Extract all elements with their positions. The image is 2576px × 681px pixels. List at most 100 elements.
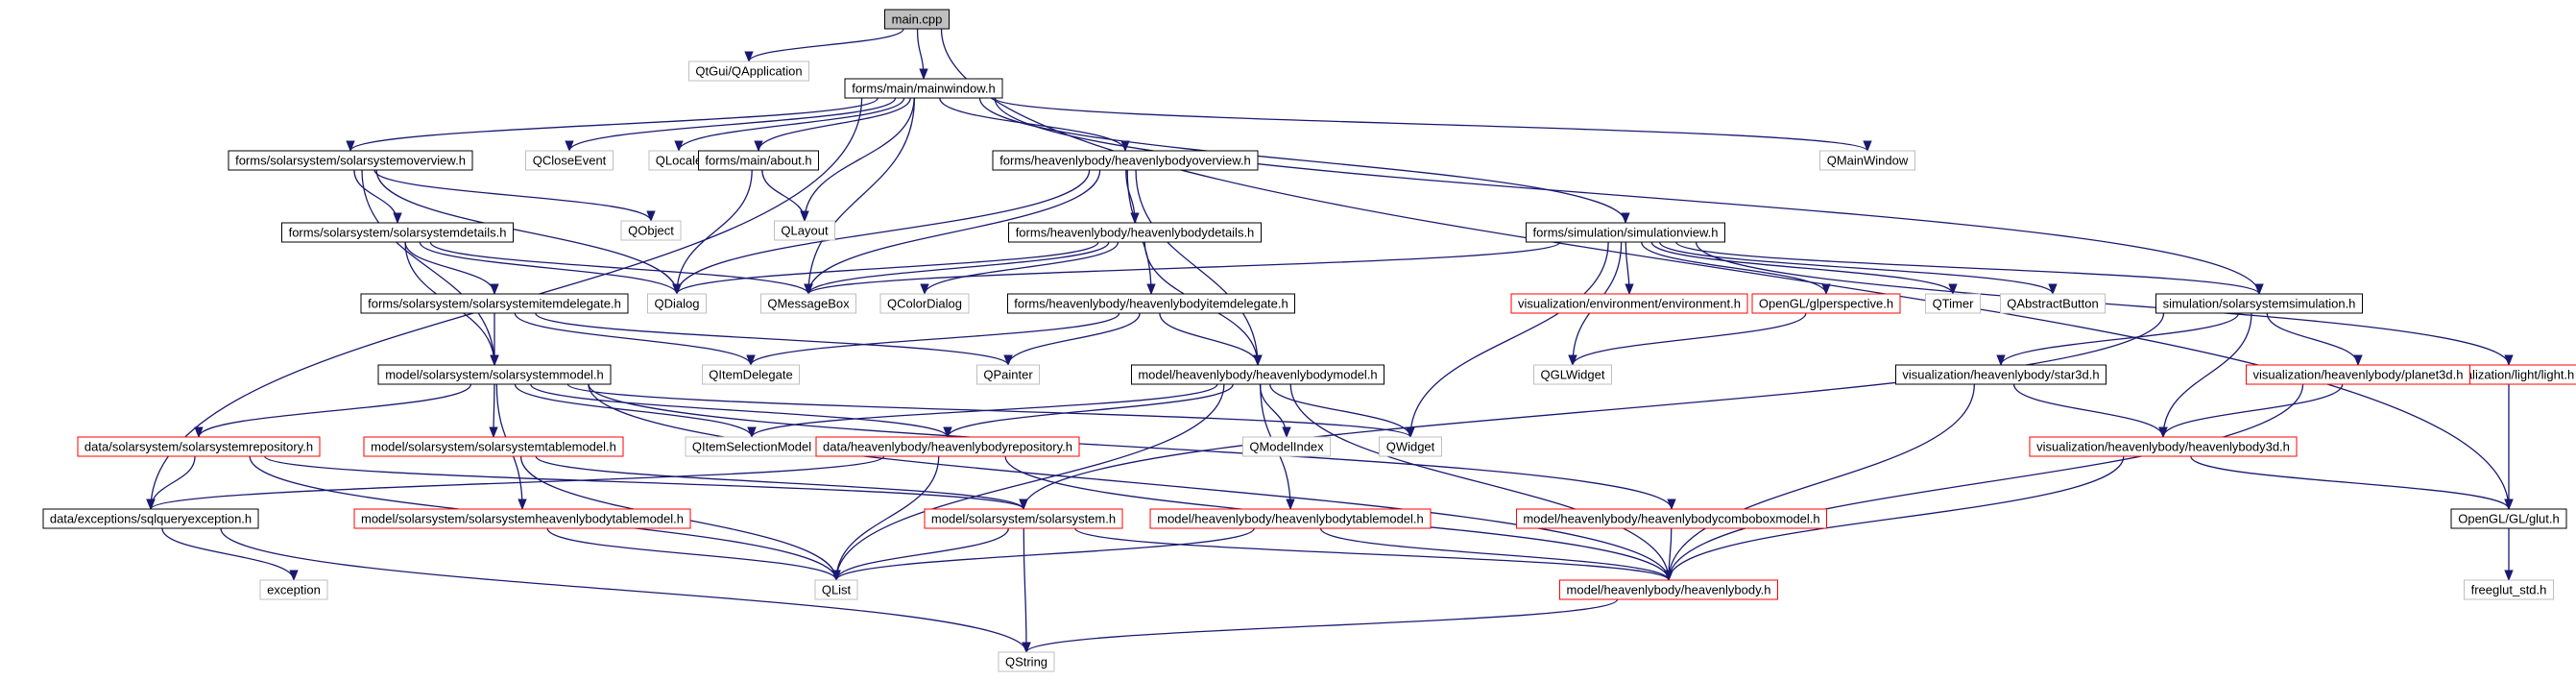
node-sstablemodel[interactable]: model/solarsystem/solarsystemtablemodel.… xyxy=(363,436,624,457)
edge-hb3d-to-glut xyxy=(2190,455,2514,511)
node-qitemselmodel[interactable]: QItemSelectionModel xyxy=(685,436,819,457)
edge-sssim-to-star3d xyxy=(1996,312,2240,367)
node-hboverview[interactable]: forms/heavenlybody/heavenlybodyoverview.… xyxy=(992,150,1259,171)
edge-simview-to-envh xyxy=(1625,241,1634,296)
node-hb3d[interactable]: visualization/heavenlybody/heavenlybody3… xyxy=(2029,436,2298,457)
node-box xyxy=(688,61,809,82)
node-qlayout[interactable]: QLayout xyxy=(774,220,835,241)
node-label: forms/heavenlybody/heavenlybodyoverview.… xyxy=(999,154,1251,168)
node-qstring[interactable]: QString xyxy=(998,651,1055,672)
node-star3d[interactable]: visualization/heavenlybody/star3d.h xyxy=(1895,364,2107,385)
node-exception[interactable]: exception xyxy=(259,579,328,600)
node-box xyxy=(525,150,614,171)
node-box xyxy=(42,508,259,529)
node-box xyxy=(1008,222,1262,243)
node-qlist[interactable]: QList xyxy=(814,579,858,600)
node-box xyxy=(353,508,691,529)
edge-simview-to-qwidget xyxy=(1406,241,1609,439)
node-hbrepo[interactable]: data/heavenlybody/heavenlybodyrepository… xyxy=(815,436,1080,457)
node-hbmodel[interactable]: model/heavenlybody/heavenlybodymodel.h xyxy=(1131,364,1384,385)
node-box xyxy=(702,364,800,385)
node-qpainter[interactable]: QPainter xyxy=(976,364,1040,385)
node-box xyxy=(360,293,629,314)
node-label: OpenGL/GL/glut.h xyxy=(2458,512,2560,526)
node-label: main.cpp xyxy=(892,12,943,27)
edge-sqlexc-to-qstring xyxy=(220,527,1031,654)
node-label: forms/main/mainwindow.h xyxy=(852,82,996,96)
node-glpersp[interactable]: OpenGL/glperspective.h xyxy=(1751,293,1901,314)
node-label: exception xyxy=(267,583,321,597)
node-box xyxy=(281,222,514,243)
node-label: visualization/environment/environment.h xyxy=(1518,297,1741,311)
edge-hbtablemodel-to-heavenlybodyh xyxy=(1319,527,1673,582)
node-hbitemdel[interactable]: forms/heavenlybody/heavenlybodyitemdeleg… xyxy=(1007,293,1295,314)
node-label: QTimer xyxy=(1933,297,1975,311)
node-label: visualization/heavenlybody/heavenlybody3… xyxy=(2036,440,2290,454)
node-qitemdelegate[interactable]: QItemDelegate xyxy=(702,364,800,385)
node-qabsbutton[interactable]: QAbstractButton xyxy=(2000,293,2106,314)
node-hbtablemodel[interactable]: model/heavenlybody/heavenlybodytablemode… xyxy=(1149,508,1432,529)
node-box xyxy=(976,364,1040,385)
node-sqlexc[interactable]: data/exceptions/sqlqueryexception.h xyxy=(42,508,259,529)
edge-star3d-to-heavenlybodyh xyxy=(1664,383,1975,582)
node-lighth[interactable]: visualization/light/light.h xyxy=(2436,364,2576,385)
edge-sssim-to-hb3d xyxy=(2158,312,2252,439)
node-ssrepo[interactable]: data/solarsystem/solarsystemrepository.h xyxy=(77,436,321,457)
edge-sshbtablemodel-to-qlist xyxy=(546,527,841,582)
node-envh[interactable]: visualization/environment/environment.h xyxy=(1510,293,1748,314)
node-label: forms/solarsystem/solarsystemitemdelegat… xyxy=(368,297,621,311)
node-ssdetails[interactable]: forms/solarsystem/solarsystemdetails.h xyxy=(281,222,514,243)
edge-hbdetails-to-qdialog xyxy=(672,241,1099,296)
node-freeglut[interactable]: freeglut_std.h xyxy=(2464,579,2554,600)
node-planet3d[interactable]: visualization/heavenlybody/planet3d.h xyxy=(2246,364,2470,385)
node-qwidget[interactable]: QWidget xyxy=(1379,436,1442,457)
node-hbdetails[interactable]: forms/heavenlybody/heavenlybodydetails.h xyxy=(1008,222,1262,243)
node-box xyxy=(774,220,835,241)
node-label: QColorDialog xyxy=(887,297,962,311)
node-label: visualization/light/light.h xyxy=(2444,368,2575,382)
edge-sqlexc-to-exception xyxy=(161,527,299,582)
edge-ssdetails-to-ssitemdel xyxy=(404,241,499,296)
node-qtimer[interactable]: QTimer xyxy=(1925,293,1981,314)
node-qmodelindex[interactable]: QModelIndex xyxy=(1242,436,1331,457)
node-sssim[interactable]: simulation/solarsystemsimulation.h xyxy=(2155,293,2363,314)
node-hbcombomodel[interactable]: model/heavenlybody/heavenlybodycomboboxm… xyxy=(1516,508,1827,529)
node-qguiapp[interactable]: QtGui/QApplication xyxy=(688,61,809,82)
edge-main-to-mainwindow xyxy=(916,28,928,81)
node-solarsystemh[interactable]: model/solarsystem/solarsystem.h xyxy=(924,508,1123,529)
node-qcolordialog[interactable]: QColorDialog xyxy=(879,293,970,314)
edge-mainwindow-to-ssoverview xyxy=(346,97,879,153)
node-main[interactable]: main.cpp xyxy=(884,9,950,30)
edge-simview-to-qmessagebox xyxy=(804,241,1561,296)
edge-hbitemdel-to-qpainter xyxy=(1003,312,1141,367)
edge-hbitemdel-to-hbmodel xyxy=(1159,312,1263,367)
node-about[interactable]: forms/main/about.h xyxy=(698,150,819,171)
node-qmainwindow[interactable]: QMainWindow xyxy=(1819,150,1915,171)
node-qobject[interactable]: QObject xyxy=(620,220,682,241)
edge-hbdetails-to-qcolordialog xyxy=(920,241,1119,296)
node-ssitemdel[interactable]: forms/solarsystem/solarsystemitemdelegat… xyxy=(360,293,629,314)
node-qdialog[interactable]: QDialog xyxy=(647,293,707,314)
node-ssmodel[interactable]: model/solarsystem/solarsystemmodel.h xyxy=(377,364,612,385)
node-heavenlybodyh[interactable]: model/heavenlybody/heavenlybody.h xyxy=(1559,579,1778,600)
node-box xyxy=(1526,222,1725,243)
edge-simview-to-sssim xyxy=(1675,241,2264,296)
node-box xyxy=(879,293,970,314)
node-box xyxy=(1007,293,1295,314)
node-glut[interactable]: OpenGL/GL/glut.h xyxy=(2450,508,2567,529)
node-qglwidget[interactable]: QGLWidget xyxy=(1533,364,1612,385)
edge-ssitemdel-to-qpainter xyxy=(535,312,1013,367)
node-ssoverview[interactable]: forms/solarsystem/solarsystemoverview.h xyxy=(228,150,473,171)
edge-heavenlybodyh-to-qstring xyxy=(1022,598,1619,654)
node-label: forms/heavenlybody/heavenlybodydetails.h xyxy=(1016,226,1255,240)
node-sshbtablemodel[interactable]: model/solarsystem/solarsystemheavenlybod… xyxy=(353,508,691,529)
node-mainwindow[interactable]: forms/main/mainwindow.h xyxy=(844,78,1003,99)
node-simview[interactable]: forms/simulation/simulationview.h xyxy=(1526,222,1725,243)
edge-hb3d-to-heavenlybodyh xyxy=(1664,455,2125,582)
node-box xyxy=(1895,364,2107,385)
node-qcloseevent[interactable]: QCloseEvent xyxy=(525,150,614,171)
node-box xyxy=(815,436,1080,457)
node-qmessagebox[interactable]: QMessageBox xyxy=(760,293,856,314)
edge-glpersp-to-qglwidget xyxy=(1568,312,1807,367)
node-box xyxy=(998,651,1055,672)
